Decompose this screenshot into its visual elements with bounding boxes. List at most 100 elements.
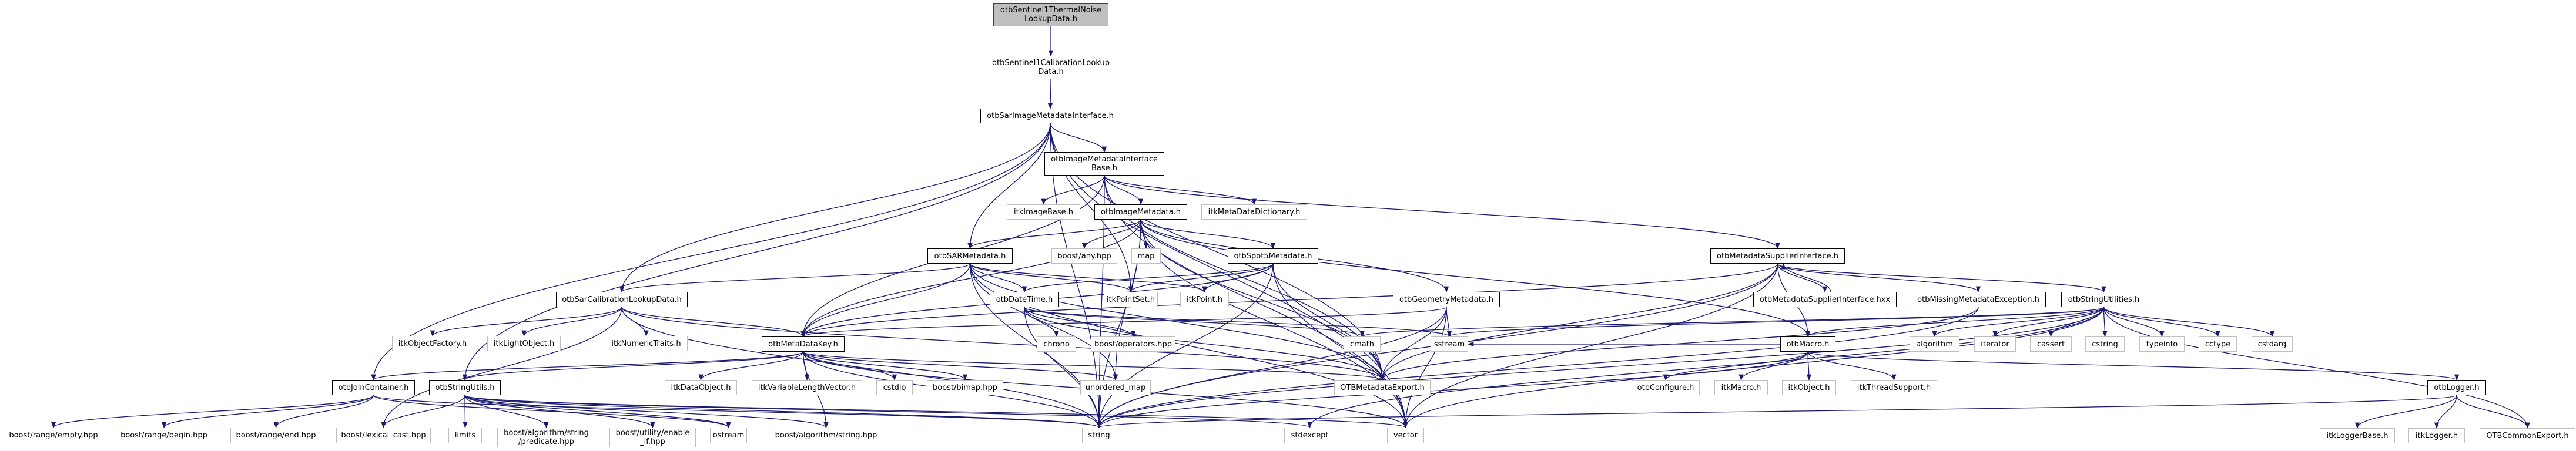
- graph-node-logger[interactable]: otbLogger.h: [2427, 380, 2486, 395]
- edge-mssi-to-mdkey: [800, 263, 1778, 338]
- node-label: boost/lexical_cast.hpp: [341, 431, 426, 440]
- edge-imgmd-to-spot5: [1140, 219, 1276, 250]
- edge-strutils-to-ostream: [464, 395, 731, 429]
- graph-node-strutilities[interactable]: otbStringUtilities.h: [2061, 292, 2146, 307]
- graph-node-root[interactable]: otbSentinel1ThermalNoise LookupData.h: [993, 3, 1108, 26]
- node-label: otbSarImageMetadataInterface.h: [987, 112, 1114, 120]
- edge-mdkey-to-itkdataobj: [698, 351, 804, 381]
- edge-macro-to-itkthread: [1807, 351, 1897, 381]
- graph-node-enableif: boost/utility/enable _if.hpp: [609, 428, 696, 447]
- node-label: cmath: [1349, 339, 1375, 349]
- node-label: boost/utility/enable _if.hpp: [615, 429, 690, 446]
- graph-node-s1cal[interactable]: otbSentinel1CalibrationLookup Data.h: [986, 56, 1116, 79]
- graph-node-mssihxx[interactable]: otbMetadataSupplierInterface.hxx: [1753, 292, 1897, 307]
- graph-node-datetime[interactable]: otbDateTime.h: [990, 292, 1059, 307]
- graph-node-cmath: cmath: [1344, 336, 1381, 352]
- node-label: itkObjectFactory.h: [398, 339, 467, 348]
- graph-node-imib[interactable]: otbImageMetadataInterface Base.h: [1044, 152, 1164, 176]
- graph-node-itklightobj: itkLightObject.h: [487, 336, 561, 351]
- node-label: sstream: [1433, 339, 1465, 349]
- graph-node-missing[interactable]: otbMissingMetadataException.h: [1911, 292, 2046, 307]
- graph-node-joincont[interactable]: otbJoinContainer.h: [332, 380, 415, 395]
- graph-node-sarimi[interactable]: otbSarImageMetadataInterface.h: [980, 109, 1120, 123]
- edge-strutilities-to-algorithm: [1932, 307, 2105, 338]
- edge-sarimi-to-imib: [1050, 123, 1107, 153]
- node-label: itkPoint.h: [1187, 295, 1222, 304]
- graph-node-unordmap: unordered_map: [1080, 380, 1151, 395]
- edge-mssi-to-otbmdexport: [1379, 263, 1778, 381]
- graph-node-itkvlv: itkVariableLengthVector.h: [752, 380, 862, 395]
- graph-node-rangebegin: boost/range/begin.hpp: [118, 428, 210, 443]
- edge-strutilities-to-sstream: [1447, 307, 2105, 338]
- edge-sarcal-to-lexcast: [381, 307, 622, 429]
- node-label: cstring: [2092, 339, 2118, 349]
- edge-strutils-to-string: [464, 395, 1101, 429]
- edge-sarcal-to-otbmdexport: [621, 307, 1385, 381]
- edge-missing-to-string: [1096, 307, 1979, 429]
- edge-geommd-to-vector: [1403, 307, 1447, 429]
- graph-node-itkobjfactory: itkObjectFactory.h: [392, 336, 473, 351]
- graph-node-cstdio: cstdio: [876, 380, 913, 395]
- edge-macro-to-logger: [1807, 351, 2459, 381]
- graph-node-ostream: ostream: [710, 428, 747, 443]
- node-label: otbGeometryMetadata.h: [1399, 295, 1494, 304]
- edge-logger-to-itkloggerbase: [2354, 395, 2457, 429]
- node-label: boost/range/empty.hpp: [9, 431, 98, 440]
- node-label: otbSARMetadata.h: [934, 251, 1006, 261]
- edge-imib-to-itkimagebase: [1041, 175, 1105, 206]
- edge-imib-to-mssi: [1104, 175, 1780, 250]
- graph-node-cctype: cctype: [2199, 336, 2237, 352]
- edge-strutils-to-predicate: [464, 395, 549, 429]
- node-label: itkLoggerBase.h: [2326, 431, 2389, 440]
- node-label: itkNumericTraits.h: [611, 339, 681, 348]
- node-label: string: [1088, 431, 1110, 440]
- edge-sarmd-to-itkpointset: [969, 263, 1134, 293]
- graph-node-stdexcept: stdexcept: [1284, 428, 1335, 443]
- node-label: otbSpot5Metadata.h: [1234, 251, 1312, 261]
- edge-sarcal-to-itklightobj: [521, 307, 622, 337]
- graph-node-sarmd[interactable]: otbSARMetadata.h: [927, 248, 1013, 264]
- graph-node-sarcal[interactable]: otbSarCalibrationLookupData.h: [556, 292, 688, 307]
- graph-node-itknumtraits: itkNumericTraits.h: [605, 336, 688, 351]
- node-label: boost/operators.hpp: [1094, 339, 1172, 349]
- edge-strutilities-to-cctype: [2103, 307, 2220, 338]
- node-label: boost/range/end.hpp: [236, 431, 316, 440]
- edge-mdkey-to-joincont: [371, 351, 804, 381]
- node-label: otbStringUtilities.h: [2068, 295, 2140, 304]
- edge-sarmd-to-mdkey: [800, 263, 971, 338]
- graph-node-mdkey[interactable]: otbMetaDataKey.h: [762, 336, 845, 352]
- graph-node-strutils[interactable]: otbStringUtils.h: [429, 380, 501, 395]
- node-label: otbMetadataSupplierInterface.h: [1717, 251, 1838, 261]
- node-label: otbImageMetadataInterface Base.h: [1051, 155, 1158, 173]
- edge-sarimi-to-sarcal: [619, 123, 1051, 293]
- graph-node-macro[interactable]: otbMacro.h: [1780, 336, 1835, 352]
- edge-sarmd-to-itkpoint: [969, 263, 1207, 293]
- node-label: boost/any.hpp: [1057, 251, 1111, 261]
- edge-strutils-to-algstring: [464, 395, 829, 429]
- graph-node-sstream: sstream: [1431, 336, 1468, 352]
- node-label: otbMetadataSupplierInterface.hxx: [1759, 295, 1891, 304]
- node-label: otbLogger.h: [2434, 383, 2480, 392]
- edge-macro-to-itkobject: [1806, 351, 1812, 381]
- graph-node-rangeempty: boost/range/empty.hpp: [4, 428, 103, 443]
- edge-sarmd-to-otbmdexport: [969, 263, 1385, 381]
- node-label: boost/range/begin.hpp: [120, 431, 207, 440]
- edge-strutilities-to-otbcommonexport: [2103, 307, 2530, 429]
- edge-spot5-to-itkpointset: [1128, 263, 1274, 293]
- graph-node-spot5[interactable]: otbSpot5Metadata.h: [1228, 248, 1318, 264]
- edge-macro-to-string: [1097, 351, 1808, 429]
- edge-strutilities-to-iterator: [1992, 307, 2105, 338]
- node-label: boost/bimap.hpp: [932, 383, 998, 392]
- graph-node-geommd[interactable]: otbGeometryMetadata.h: [1393, 292, 1500, 307]
- node-label: itkThreadSupport.h: [1857, 383, 1931, 392]
- node-label: otbJoinContainer.h: [338, 383, 409, 392]
- edge-macro-to-itkmacro: [1738, 351, 1808, 381]
- graph-node-mssi[interactable]: otbMetadataSupplierInterface.h: [1710, 248, 1845, 264]
- node-label: otbConfigure.h: [1637, 383, 1694, 392]
- edge-geommd-to-sstream: [1446, 307, 1452, 338]
- graph-node-imgmd[interactable]: otbImageMetadata.h: [1094, 204, 1187, 220]
- edge-sarmd-to-sarcal: [619, 263, 971, 293]
- node-label: itkLightObject.h: [493, 339, 555, 348]
- node-label: otbImageMetadata.h: [1101, 207, 1181, 217]
- graph-node-limits: limits: [448, 428, 482, 443]
